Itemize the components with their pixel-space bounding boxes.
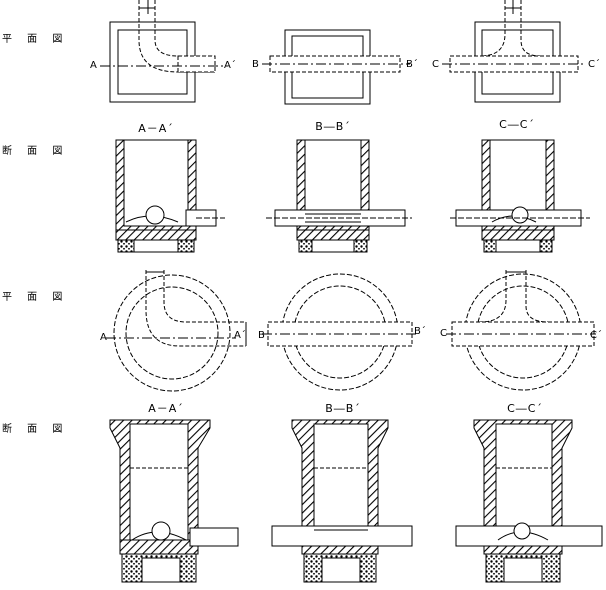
round-section-b [271, 419, 413, 583]
round-plan-a [106, 270, 247, 392]
cut-label-b-end: B´ [406, 59, 418, 70]
square-plan-b [262, 29, 410, 105]
square-section-a [115, 139, 225, 253]
cut-label-b2-end: B´ [414, 326, 426, 337]
square-section-b [266, 139, 412, 253]
cut-label-c2-end: C´ [590, 330, 602, 341]
section-title-a: A－A´ [138, 122, 174, 135]
section-title-b: B―B´ [315, 120, 351, 133]
row-label-square-plan: 平 面 図 [2, 34, 69, 45]
square-section-c [450, 139, 590, 253]
round-plan-b [262, 273, 418, 391]
cut-label-b-start: B [252, 59, 259, 70]
row-label-round-plan: 平 面 図 [2, 292, 69, 303]
cut-label-c-end: C´ [588, 59, 600, 70]
cut-label-a-end: A´ [224, 60, 236, 71]
round-section-a [109, 419, 239, 583]
cut-label-c-start: C [432, 59, 439, 70]
section-title-c: C―C´ [499, 118, 535, 131]
row-label-round-section: 断 面 図 [2, 424, 69, 435]
section-title-b2: B―B´ [325, 402, 361, 415]
cut-label-c2-start: C [440, 328, 447, 339]
square-plan-c [442, 0, 586, 103]
row-label-square-section: 断 面 図 [2, 146, 69, 157]
round-section-c [455, 419, 603, 583]
cut-label-a2-start: A [100, 332, 107, 343]
cut-label-b2-start: B [258, 330, 265, 341]
cut-label-a-start: A [90, 60, 97, 71]
cut-label-a2-end: A´ [234, 330, 246, 341]
square-plan-a [100, 0, 228, 103]
section-title-c2: C―C´ [507, 402, 543, 415]
round-plan-c [446, 270, 596, 391]
section-title-a2: A－A´ [148, 402, 184, 415]
